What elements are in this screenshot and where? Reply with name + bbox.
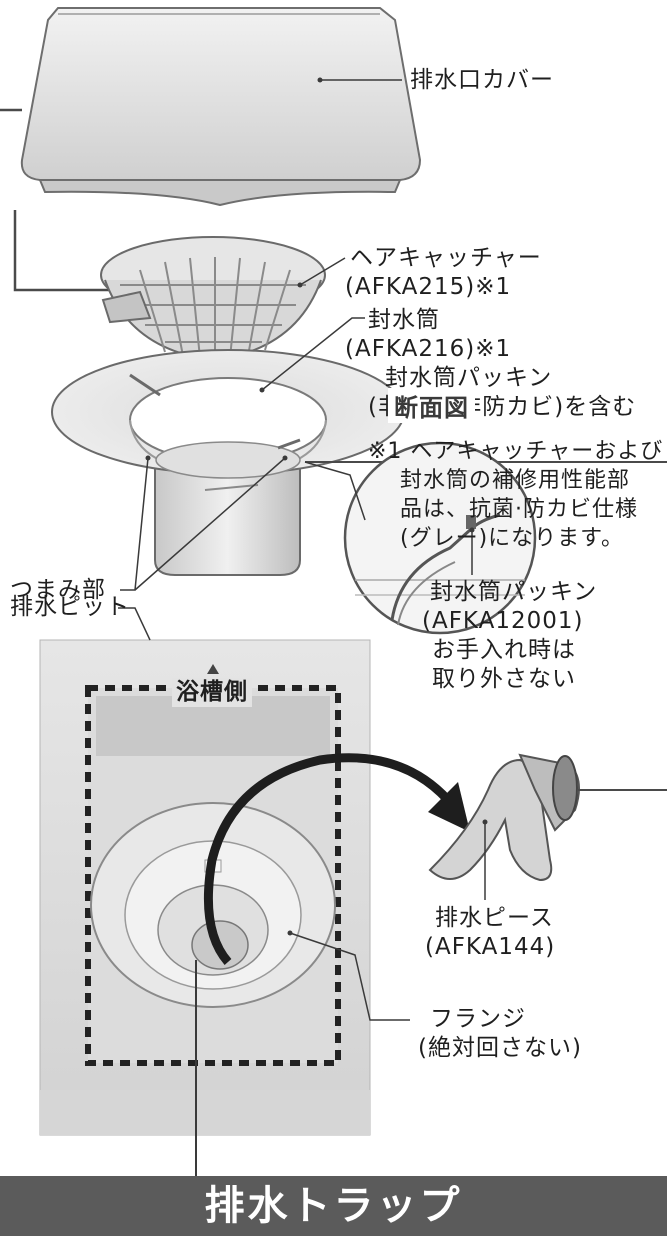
drain-piece-label: 排水ピース [435, 905, 554, 931]
section-view-label: 断面図 [388, 388, 475, 423]
hair-catcher-leader [299, 257, 346, 286]
drain-pit-label: 排水ピット [10, 594, 130, 620]
removal-arrowhead [428, 782, 470, 832]
seal-cylinder-illustration [51, 349, 405, 576]
seal-packing-part-number: (AFKA12001) [422, 608, 584, 634]
drain-piece-illustration [428, 753, 580, 882]
drain-piece-part-number: (AFKA144) [425, 934, 556, 960]
flange-note: (絶対回さない) [418, 1035, 582, 1061]
hair-catcher-illustration [100, 236, 326, 362]
removal-arrow [203, 753, 452, 965]
seal-cylinder-part-number: (AFKA216)※1 [345, 336, 512, 362]
hair-catcher-part-number: (AFKA215)※1 [345, 274, 512, 300]
flange-leader [289, 932, 410, 1021]
section-view-illustration [343, 441, 537, 635]
seal-packing-note-1: お手入れ時は [432, 637, 576, 663]
footnote-line-2: 封水筒の補修用性能部 [400, 468, 631, 493]
knob-leader [120, 457, 286, 591]
bathtub-side-label: 浴槽側 [172, 678, 252, 707]
section-view-leader [304, 461, 366, 521]
seal-cylinder-label: 封水筒 [368, 307, 440, 333]
left-bracket [0, 108, 110, 292]
seal-packing-note-2: 取り外さない [432, 666, 576, 692]
knob-label: つまみ部 [10, 577, 106, 603]
seal-cylinder-leader [261, 317, 365, 391]
seal-packing-label: 封水筒パッキン [430, 579, 598, 605]
drain-cover-illustration [20, 7, 422, 207]
drain-cover-label: 排水口カバー [410, 67, 554, 93]
drain-trap-title: 排水トラップ [0, 1176, 667, 1236]
flange-label: フランジ [430, 1006, 526, 1032]
footnote-line-3: 品は、抗菌·防カビ仕様 [400, 497, 638, 522]
bathtub-side-marker [207, 664, 219, 674]
footnote-line-1: ※1 ヘアキャッチャーおよび [368, 439, 664, 464]
footnote-line-4: (グレー)になります。 [400, 526, 624, 551]
hair-catcher-label: ヘアキャッチャー [350, 245, 542, 271]
drain-pit-leader [118, 607, 151, 641]
seal-packing-included-label: 封水筒パッキン [385, 365, 553, 391]
